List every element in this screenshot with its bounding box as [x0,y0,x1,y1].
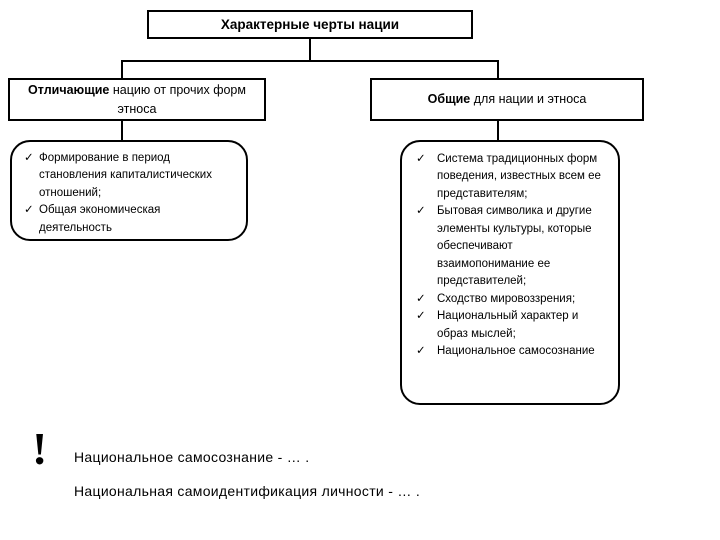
list-item: ✓ Национальное самосознание [416,343,610,360]
list-item: ✓ Национальный характер и образ мыслей; [416,308,610,343]
connector-left-header-to-list [121,121,123,140]
left-branch-header-rest: нацию от прочих форм этноса [109,83,246,116]
left-branch-list-box: ✓ Формирование в период становления капи… [10,140,248,241]
list-item-label: Национальный характер и образ мыслей; [437,310,579,340]
right-branch-list: ✓ Система традиционных форм поведения, и… [416,151,610,361]
left-branch-list: ✓ Формирование в период становления капи… [24,150,236,237]
list-item: ✓ Общая экономическая деятельность [24,202,236,237]
list-item-label: Бытовая символика и другие элементы куль… [437,205,592,288]
list-item-label: Система традиционных форм поведения, изв… [437,153,601,200]
left-branch-header-text: Отличающие нацию от прочих форм этноса [18,81,256,117]
connector-to-right-header [497,60,499,78]
list-item: ✓ Система традиционных форм поведения, и… [416,151,610,203]
check-icon: ✓ [416,310,426,323]
list-item: ✓ Сходство мировоззрения; [416,291,610,308]
check-icon: ✓ [416,292,426,305]
right-branch-header: Общие для нации и этноса [370,78,644,121]
right-branch-list-box: ✓ Система традиционных форм поведения, и… [400,140,620,405]
check-icon: ✓ [24,152,34,164]
left-branch-header-strong: Отличающие [28,83,110,98]
left-branch-header: Отличающие нацию от прочих форм этноса [8,78,266,121]
connector-split-bar [121,60,499,62]
note-line-1: Национальное самосознание - … . [74,449,310,465]
right-branch-header-rest: для нации и этноса [470,92,587,107]
check-icon: ✓ [416,153,426,165]
exclamation-icon: ! [32,423,48,474]
list-item-label: Национальное самосознание [437,345,595,358]
check-icon: ✓ [416,345,426,358]
connector-title-down [309,39,311,61]
right-branch-header-strong: Общие [427,92,471,107]
connector-to-left-header [121,60,123,78]
list-item-label: Формирование в период становления капита… [39,152,212,199]
list-item-label: Общая экономическая деятельность [39,204,161,234]
list-item: ✓ Бытовая символика и другие элементы ку… [416,203,610,290]
list-item-label: Сходство мировоззрения; [437,292,576,305]
page-title: Характерные черты нации [220,16,400,32]
check-icon: ✓ [416,205,426,218]
title-box: Характерные черты нации [147,10,473,39]
connector-right-header-to-list [497,121,499,140]
note-line-2: Национальная самоидентификация личности … [74,483,421,499]
right-branch-header-text: Общие для нации и этноса [428,90,587,108]
list-item: ✓ Формирование в период становления капи… [24,150,236,202]
check-icon: ✓ [24,204,34,217]
